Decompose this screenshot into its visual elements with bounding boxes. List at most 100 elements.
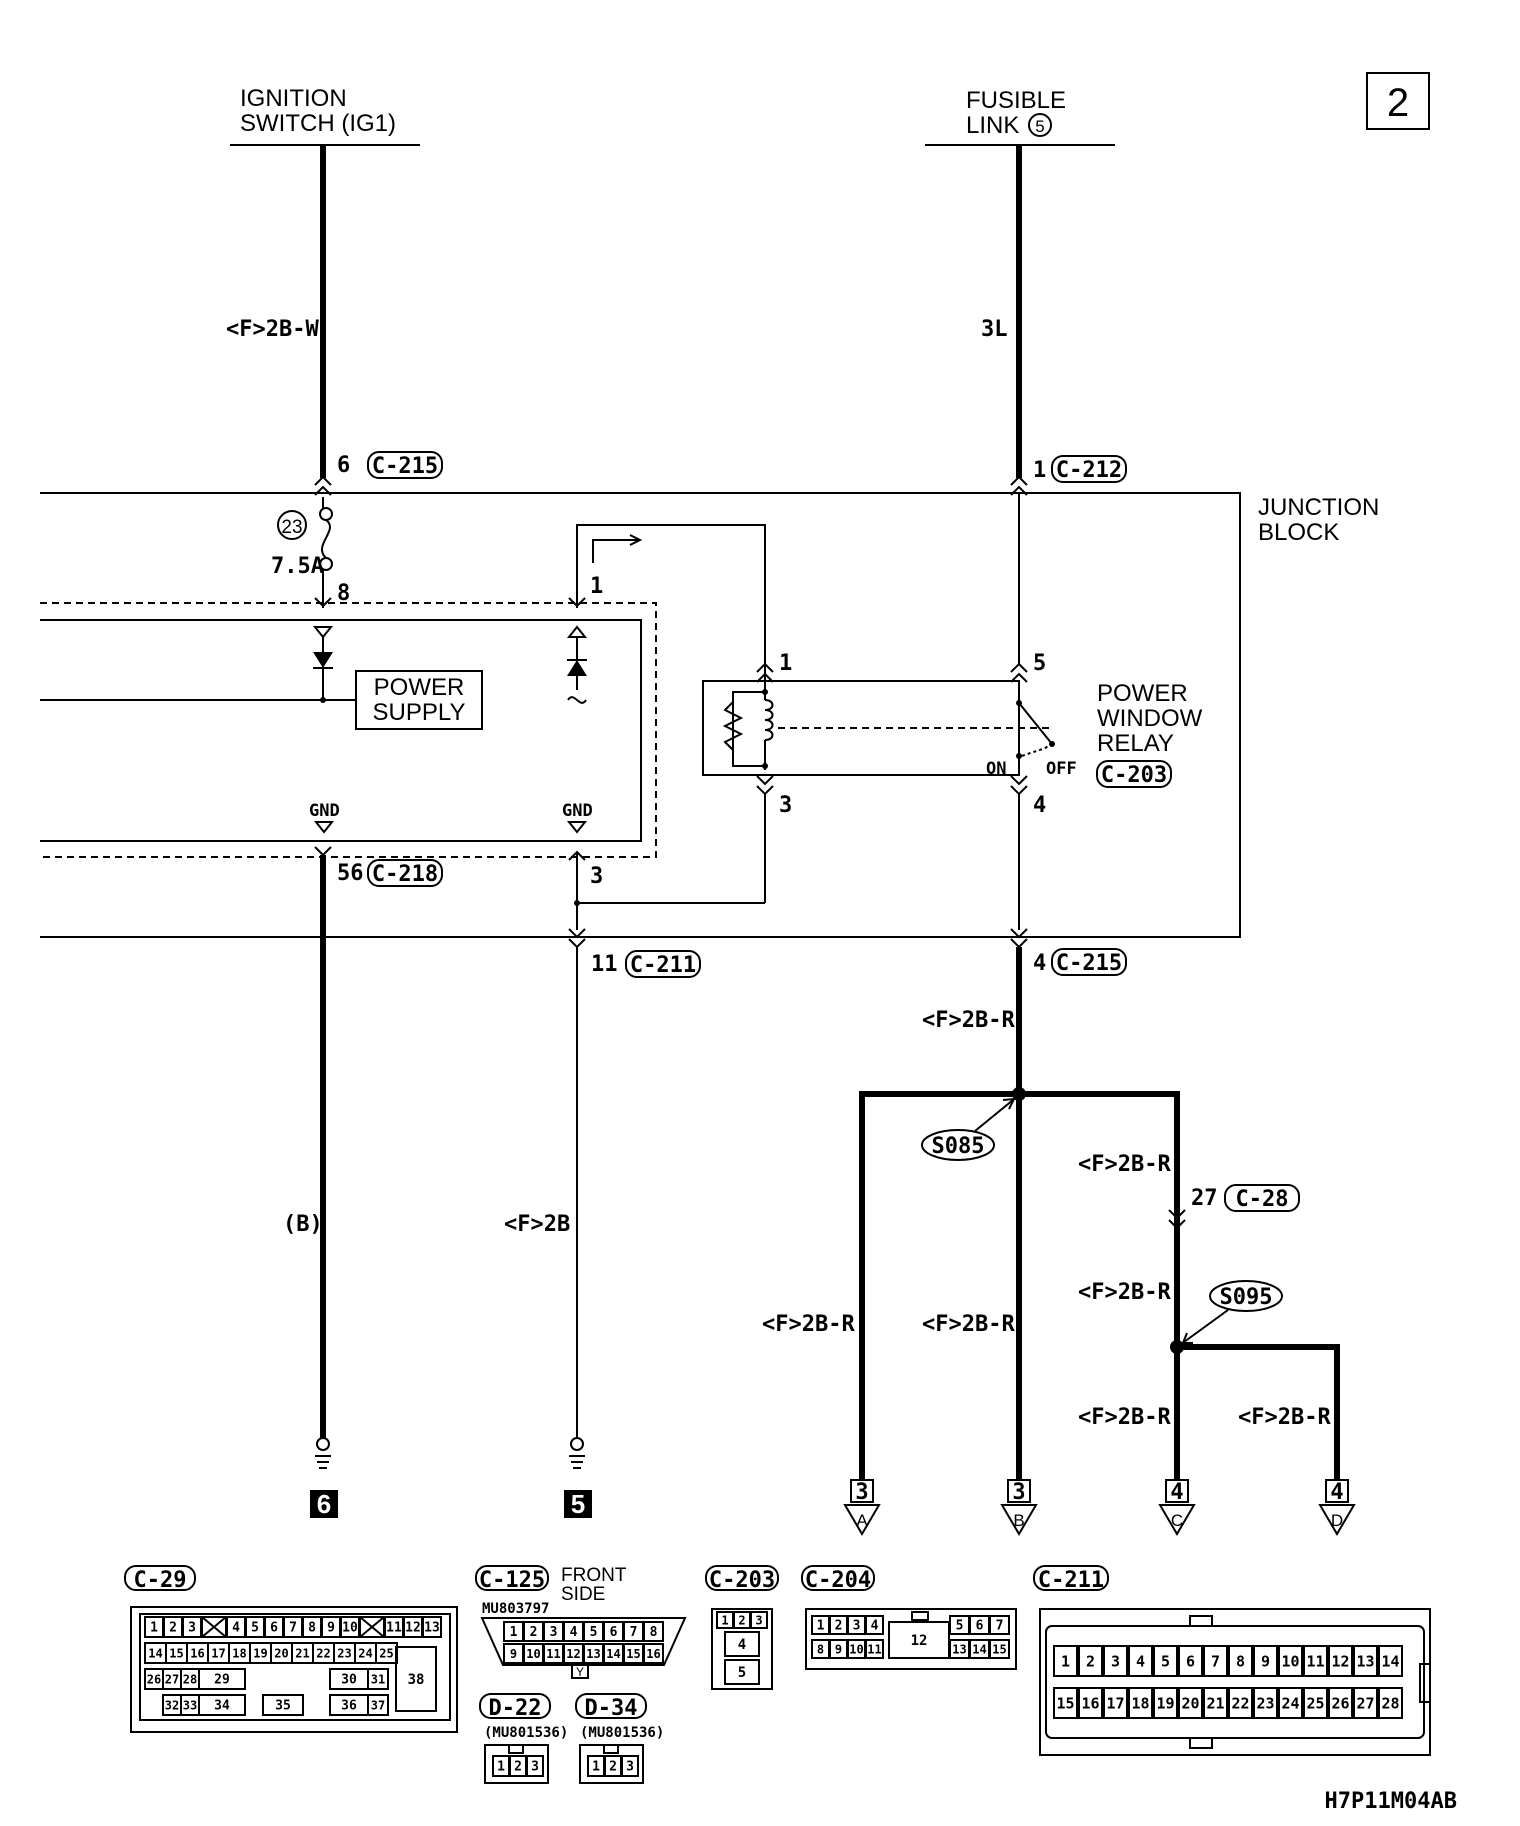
splice-s085: S085 [932,1134,985,1159]
pin-number: 16 [190,1646,204,1660]
pin-number: 30 [341,1673,357,1688]
pin-number: 35 [275,1699,291,1714]
pin-number: 2 [835,1619,843,1634]
fusible-label-1: FUSIBLE [966,87,1066,114]
pin-cavity [367,1668,389,1690]
pin-number: 5 [590,1625,598,1640]
pin-number: 14 [148,1646,162,1660]
pin-cavity [1253,1687,1278,1719]
pin-cavity [865,1639,884,1659]
pin-number: 28 [183,1672,197,1686]
output-c-number: 4 [1170,1480,1183,1505]
pin-number: 24 [1281,1694,1299,1712]
pin-cavity [1203,1645,1228,1677]
fuse-rating: 7.5A [271,554,324,579]
pin-number: 12 [405,1621,421,1636]
pin-number: 2 [514,1760,522,1775]
wire-label-r-d: <F>2B-R [1238,1405,1331,1430]
c125-label: C-125 [479,1568,545,1593]
pin-cavity [1228,1687,1253,1719]
pin-cavity [422,1616,442,1638]
pin-number: 6 [610,1625,618,1640]
pin-cavity [198,1694,246,1716]
pin-number: 15 [992,1642,1006,1656]
pin-number: 27 [165,1672,179,1686]
pin-number: 21 [1206,1694,1224,1712]
relay-pin-5: 5 [1033,651,1046,676]
pin-cavity [1253,1645,1278,1677]
c125-note-1: FRONT [561,1565,627,1586]
pin-number: 23 [337,1646,351,1660]
relay-connector: C-203 [1101,763,1167,788]
pin-cavity [750,1611,768,1629]
pin-number: 20 [274,1646,288,1660]
pin-cavity [367,1694,389,1716]
pin-number: 1 [510,1625,518,1640]
pin-number: 2 [609,1760,617,1775]
c218-pin: 56 [337,861,364,886]
pin-number: 10 [1281,1652,1299,1670]
d22-part: (MU801536) [484,1725,568,1741]
pin-number: 16 [1081,1694,1099,1712]
blank-cavity [201,1616,227,1638]
pin-cavity [989,1639,1010,1659]
pin-number: 5 [1161,1652,1170,1670]
pin-number: 17 [1106,1694,1124,1712]
relay-label-3: RELAY [1097,730,1174,757]
pin-number: 12 [566,1647,580,1661]
fusible-label-2: LINK [966,112,1019,139]
pin-cavity [1178,1645,1203,1677]
pin-number: 16 [646,1647,660,1661]
pin-number: 23 [1256,1694,1274,1712]
pin-number: 15 [626,1647,640,1661]
pin-number: 1 [721,1613,728,1627]
pin-number: 13 [424,1621,440,1636]
junction-block-outline [40,492,1241,938]
ignition-label-1: IGNITION [240,85,347,112]
pin-cavity [724,1659,760,1685]
relay-off: OFF [1046,759,1077,779]
c203v-label: C-203 [709,1568,775,1593]
pin-8: 8 [337,581,350,606]
fusible-number: 5 [1035,117,1044,136]
pin-number: 7 [1211,1652,1220,1670]
pin-cavity [1103,1687,1128,1719]
wire-label-ign: <F>2B-W [226,317,319,342]
c125-note-2: SIDE [561,1584,605,1605]
output-b-letter: B [1013,1511,1024,1530]
pin-number: 15 [169,1646,183,1660]
splice-s095: S095 [1220,1285,1273,1310]
pin-number: 6 [270,1621,278,1636]
pin-number: 25 [1306,1694,1324,1712]
pin-number: 3 [1111,1652,1120,1670]
wire-label-f2b: <F>2B [504,1212,570,1237]
pin-number: 24 [358,1646,372,1660]
pin-number: 4 [1136,1652,1145,1670]
c211-label: C-211 [630,953,696,978]
power-window-relay [702,680,1020,776]
c215-label: C-215 [372,454,438,479]
pin-cavity [1328,1645,1353,1677]
pin-number: 12 [1331,1652,1349,1670]
pin-number: 19 [253,1646,267,1660]
pin-cavity [198,1668,246,1690]
pin-cavity [989,1615,1010,1635]
page-number-box: 2 [1366,72,1430,130]
power-supply-1: POWER [374,674,465,701]
junction-block-label-2: BLOCK [1258,519,1339,546]
output-a-number: 3 [855,1480,868,1505]
pin-cavity [1278,1687,1303,1719]
pin-number: 7 [996,1619,1004,1634]
pin-number: 14 [1381,1652,1399,1670]
pin-number: 25 [379,1646,393,1660]
pin-number: 10 [342,1621,358,1636]
pin-number: 29 [214,1673,230,1688]
gnd-label-1: GND [309,801,340,821]
output-b-number: 3 [1012,1480,1025,1505]
pin-number: 12 [911,1633,928,1649]
pin-number: 1 [1061,1652,1070,1670]
c125-part: MU803797 [482,1601,549,1617]
pin-number: 33 [183,1698,197,1712]
